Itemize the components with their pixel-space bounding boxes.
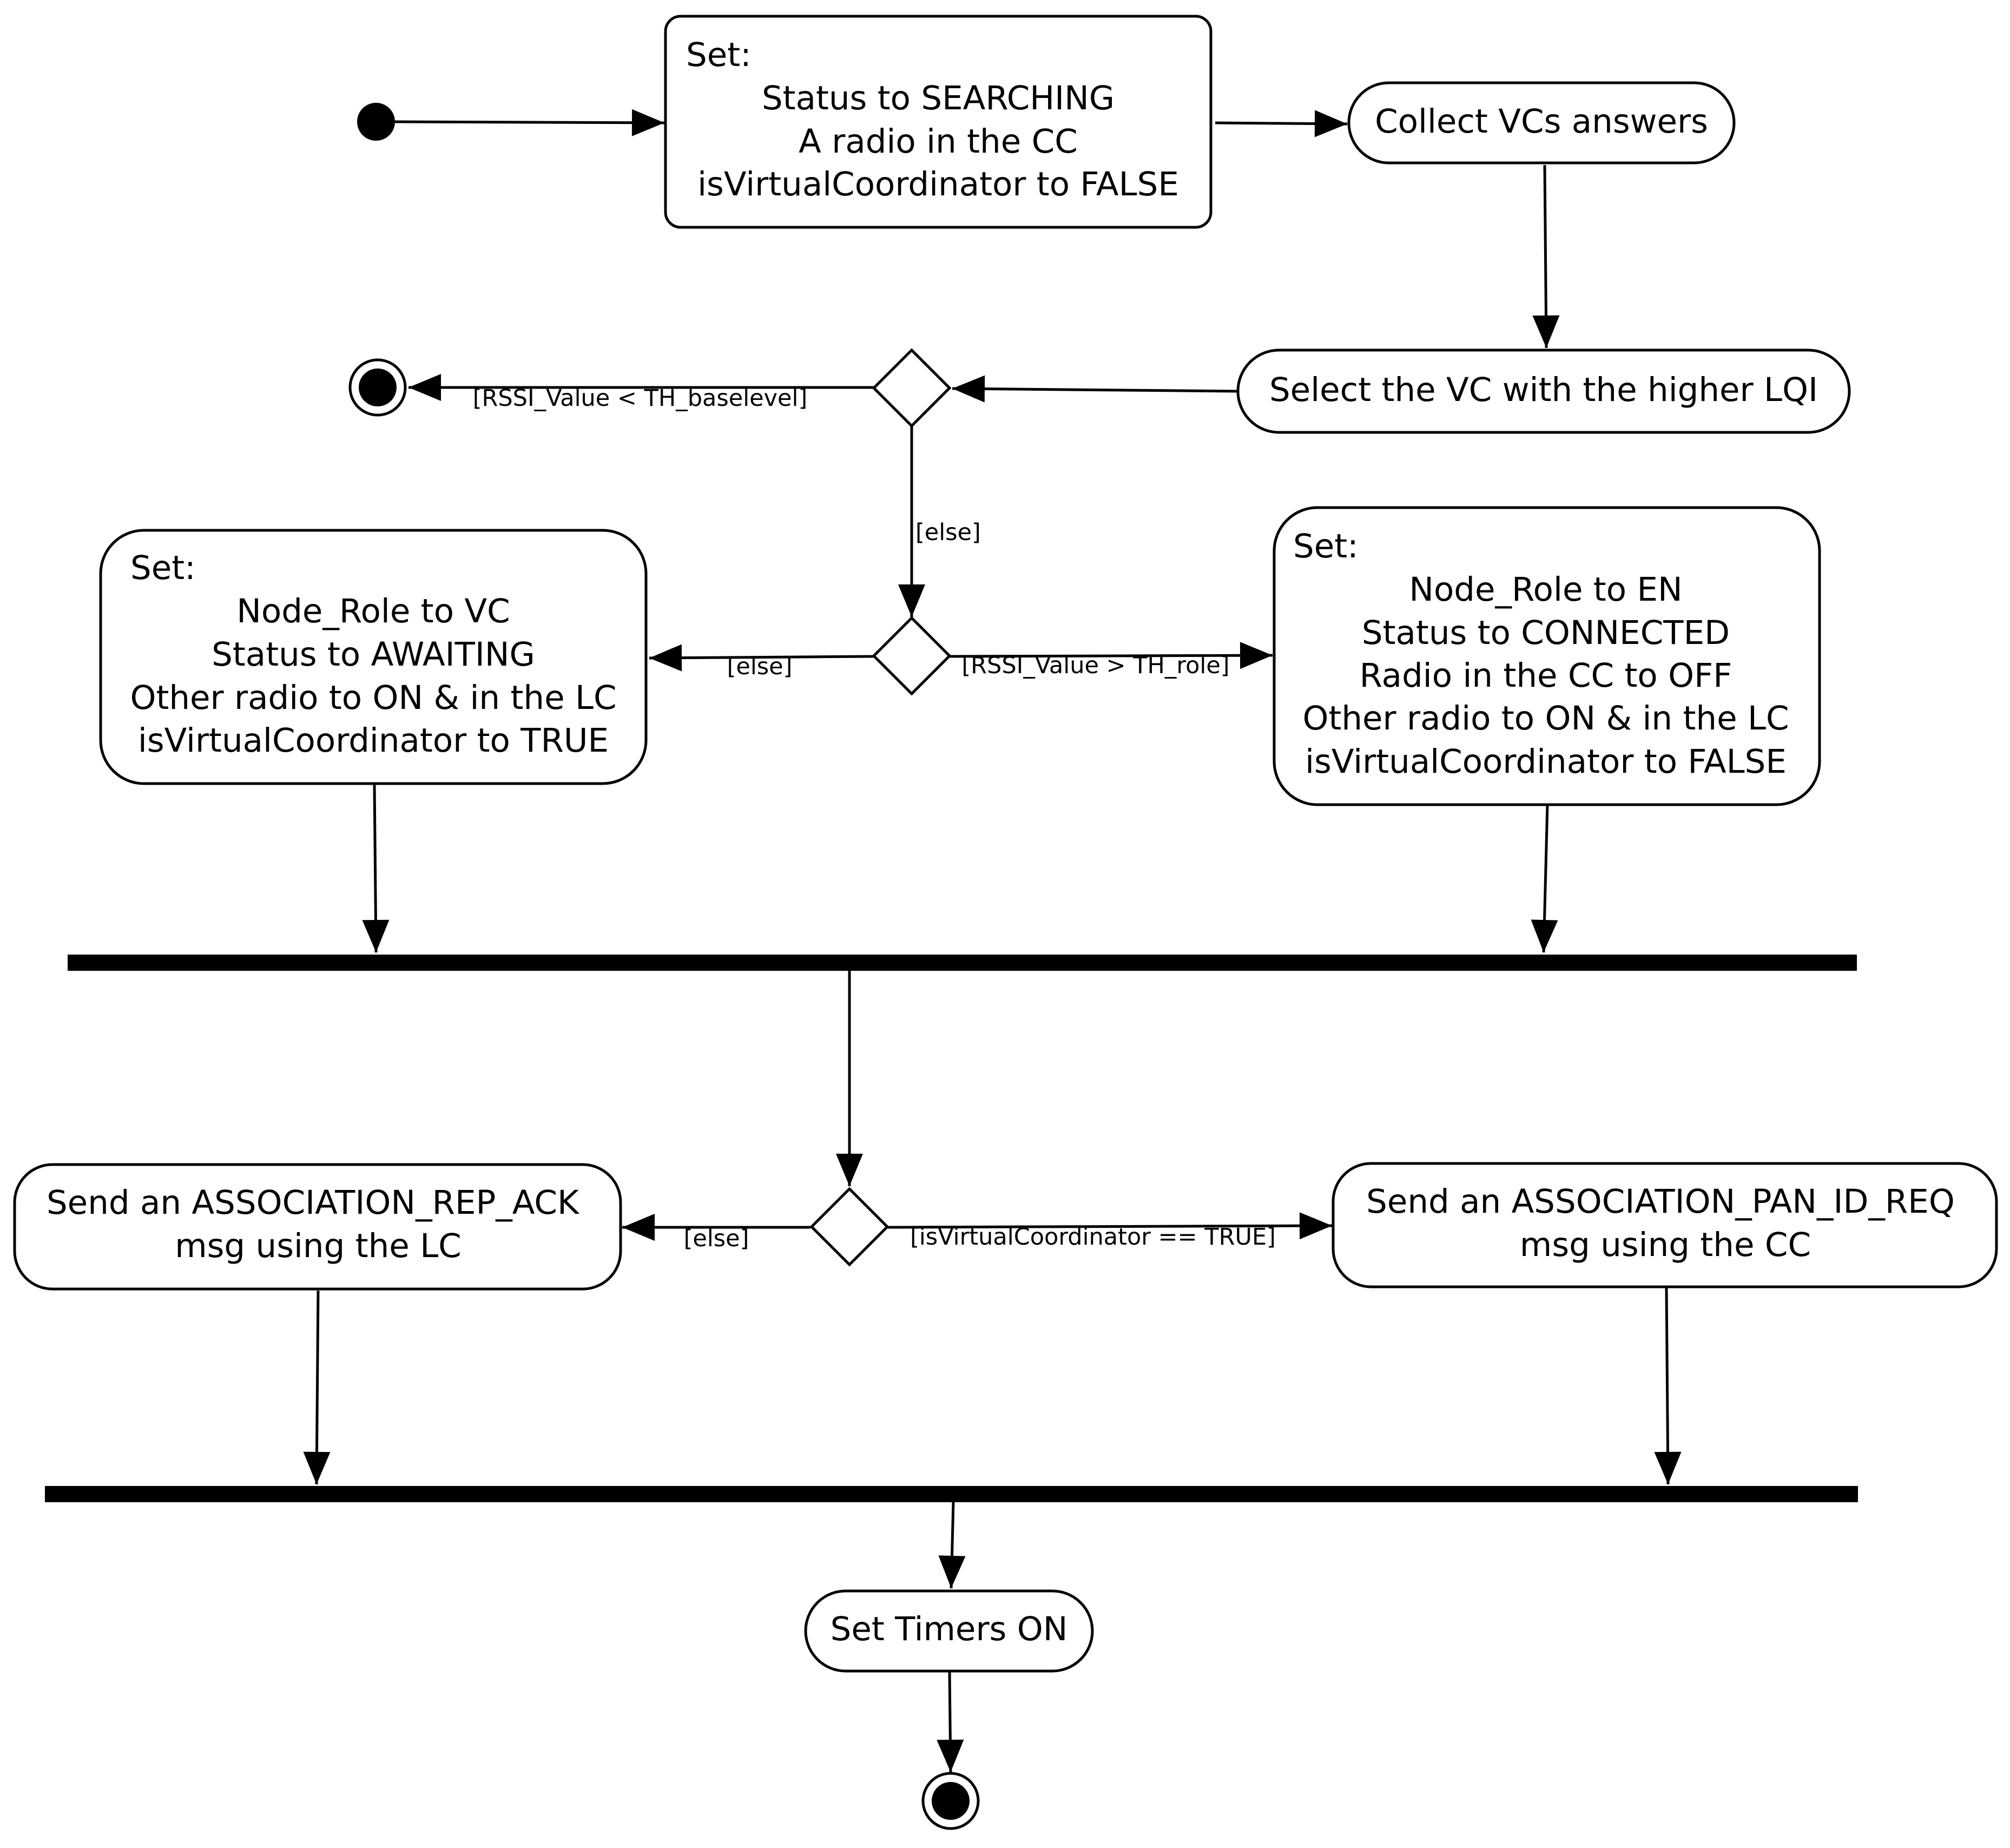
edge-start-to-set-searching [394,109,665,136]
set-vc-line-3: Other radio to ON & in the LC [130,679,616,717]
edge-set-vc-to-join-1 [362,783,390,953]
edge-collect-to-select [1532,165,1560,348]
set-en-line-2: Status to CONNECTED [1362,614,1730,652]
edge-set-en-to-join-1 [1531,804,1558,953]
guard-else-1: [else] [915,519,981,546]
guard-labels: [RSSI_Value < TH_baselevel] [else] [else… [473,385,1276,1252]
set-searching-line-1: Status to SEARCHING [762,79,1115,117]
edges [303,109,1682,1773]
send-rep-ack-line-1: Send an ASSOCIATION_REP_ACK [47,1183,580,1222]
initial-node [357,103,395,141]
set-vc-line-2: Status to AWAITING [212,635,535,674]
final-node-end [921,1772,980,1830]
action-collect-answers: Collect VCs answers [1347,81,1736,165]
set-vc-line-4: isVirtualCoordinator to TRUE [138,721,609,760]
decision-rssi-role [872,616,952,696]
set-vc-header: Set: [130,549,196,587]
edge-send-pan-id-req-to-join-2 [1654,1286,1682,1485]
set-en-line-1: Node_Role to EN [1409,570,1682,609]
action-set-vc: Set: Node_Role to VC Status to AWAITING … [99,529,648,785]
join-bar-1 [68,955,1857,971]
guard-else-2: [else] [727,653,793,680]
guard-else-3: [else] [684,1225,749,1252]
join-bar-2 [45,1486,1858,1502]
decision-is-virtual-coordinator [809,1187,889,1267]
final-node-rssi-low [348,358,407,417]
edge-decision-3-to-send-pan-id-req [887,1212,1333,1240]
set-searching-header: Set: [686,36,752,74]
guard-is-vc-true: [isVirtualCoordinator == TRUE] [910,1224,1276,1251]
decision-rssi-baselevel [872,348,952,428]
collect-answers-label: Collect VCs answers [1375,102,1708,141]
action-select-vc: Select the VC with the higher LQI [1236,348,1851,434]
set-vc-line-1: Node_Role to VC [236,592,510,630]
action-set-timers: Set Timers ON [804,1589,1094,1673]
action-send-pan-id-req: Send an ASSOCIATION_PAN_ID_REQ msg using… [1332,1162,1998,1288]
set-timers-label: Set Timers ON [831,1610,1068,1648]
set-en-header: Set: [1293,527,1359,565]
edge-decision-2-to-set-vc [649,644,874,672]
action-send-rep-ack: Send an ASSOCIATION_REP_ACK msg using th… [13,1163,622,1291]
send-pan-id-req-line-2: msg using the CC [1520,1226,1811,1264]
action-set-searching: Set: Status to SEARCHING A radio in the … [664,15,1212,229]
guard-rssi-above-role: [RSSI_Value > TH_role] [961,652,1229,679]
set-searching-line-3: isVirtualCoordinator to FALSE [697,165,1179,203]
edge-join-2-to-set-timers [938,1501,966,1589]
guard-rssi-below-base: [RSSI_Value < TH_baselevel] [473,385,808,412]
edge-decision-2-to-set-en [950,642,1273,669]
send-pan-id-req-line-1: Send an ASSOCIATION_PAN_ID_REQ [1366,1182,1955,1221]
select-vc-label: Select the VC with the higher LQI [1269,371,1818,409]
set-searching-line-2: A radio in the CC [799,122,1078,161]
set-en-line-3: Radio in the CC to OFF [1360,656,1732,695]
set-en-line-5: isVirtualCoordinator to FALSE [1305,742,1787,781]
set-en-line-4: Other radio to ON & in the LC [1302,699,1789,738]
send-rep-ack-line-2: msg using the LC [175,1227,462,1265]
action-set-en: Set: Node_Role to EN Status to CONNECTED… [1273,506,1821,806]
edge-set-timers-to-final-2 [937,1671,964,1773]
edge-send-rep-ack-to-join-2 [303,1290,331,1485]
edge-set-searching-to-collect [1215,110,1348,137]
edge-select-to-decision-1 [952,375,1238,403]
